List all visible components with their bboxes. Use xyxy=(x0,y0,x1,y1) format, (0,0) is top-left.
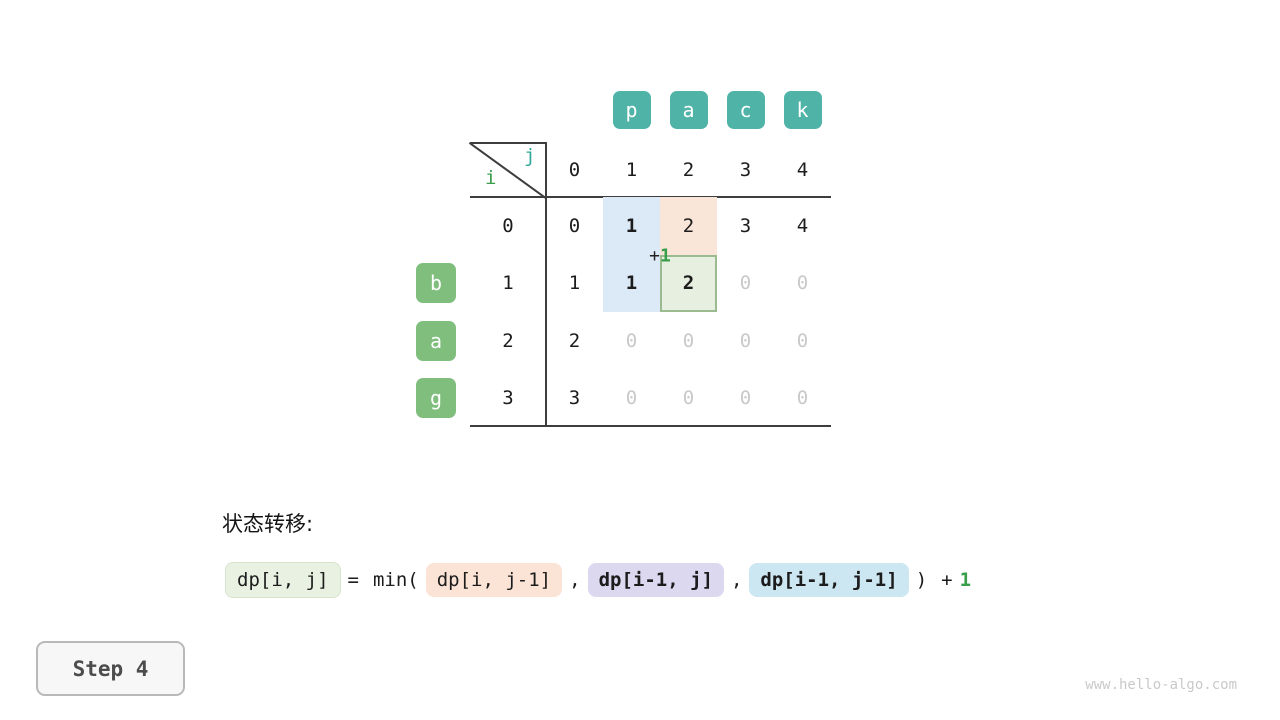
comma-separator: , xyxy=(569,569,581,591)
row-letter-badge: a xyxy=(416,320,456,361)
increment-value: 1 xyxy=(959,569,972,591)
cell-highlight-blue xyxy=(603,197,660,255)
annotation-increment: 1 xyxy=(660,245,671,267)
col-index: 1 xyxy=(625,158,638,181)
row-index: 0 xyxy=(502,214,514,237)
formula-dp-iminus1-jminus1: dp[i-1, j-1] xyxy=(749,563,909,597)
table-border-top xyxy=(470,142,547,144)
axis-label-i: i xyxy=(485,167,497,189)
row-index: 3 xyxy=(502,387,514,410)
formula-dp-iminus1-j: dp[i-1, j] xyxy=(587,563,724,597)
row-index: 2 xyxy=(502,329,514,352)
transition-heading: 状态转移: xyxy=(222,512,314,536)
dp-cell: 1 xyxy=(625,214,638,237)
dp-cell: 2 xyxy=(682,214,695,237)
formula-dp-i-j: dp[i, j] xyxy=(225,562,341,598)
col-letter-badge: a xyxy=(669,91,708,129)
min-open: min( xyxy=(372,569,419,591)
row-letter-badge: g xyxy=(416,378,456,419)
plus-sign: + xyxy=(941,569,953,591)
step-label: Step 4 xyxy=(72,656,149,681)
dp-cell: 0 xyxy=(739,329,752,352)
dp-cell: 2 xyxy=(568,329,581,352)
cell-highlight-blue xyxy=(603,254,660,312)
dp-cell: 3 xyxy=(568,387,581,410)
row-letter-badge: b xyxy=(416,263,456,304)
transition-annotation: +1 xyxy=(649,246,671,267)
dp-cell: 0 xyxy=(625,329,638,352)
dp-cell: 4 xyxy=(796,214,809,237)
col-index: 2 xyxy=(682,158,695,181)
col-letter-badge: k xyxy=(783,91,822,129)
annotation-plus: + xyxy=(649,245,660,267)
dp-cell: 1 xyxy=(625,272,638,295)
equals-sign: = xyxy=(347,569,359,591)
step-badge: Step 4 xyxy=(36,641,185,696)
dp-cell: 0 xyxy=(796,387,809,410)
close-paren: ) xyxy=(915,569,928,591)
cell-highlight-peach xyxy=(660,197,717,255)
dp-cell: 0 xyxy=(739,387,752,410)
dp-cell: 3 xyxy=(739,214,752,237)
transition-formula: dp[i, j] = min( dp[i, j-1] , dp[i-1, j] … xyxy=(225,562,971,598)
col-index: 3 xyxy=(739,158,752,181)
col-index: 0 xyxy=(568,158,581,181)
axis-label-j: j xyxy=(524,145,536,167)
formula-dp-i-jminus1: dp[i, j-1] xyxy=(425,563,563,597)
dp-cell: 0 xyxy=(796,329,809,352)
row-index: 1 xyxy=(502,272,514,295)
table-border-bottom xyxy=(470,425,831,427)
watermark: www.hello-algo.com xyxy=(1085,677,1237,693)
dp-cell: 0 xyxy=(568,214,581,237)
dp-cell: 0 xyxy=(739,272,752,295)
comma-separator: , xyxy=(730,569,743,591)
col-index: 4 xyxy=(796,158,809,181)
dp-cell: 2 xyxy=(682,272,695,295)
dp-cell: 0 xyxy=(682,387,695,410)
cell-highlight-green xyxy=(660,254,717,312)
col-letter-badge: c xyxy=(726,91,765,129)
dp-cell: 1 xyxy=(568,272,581,295)
dp-cell: 0 xyxy=(625,387,638,410)
table-border-vertical xyxy=(545,142,547,427)
dp-cell: 0 xyxy=(682,329,695,352)
dp-cell: 0 xyxy=(796,272,809,295)
col-letter-badge: p xyxy=(612,91,651,129)
